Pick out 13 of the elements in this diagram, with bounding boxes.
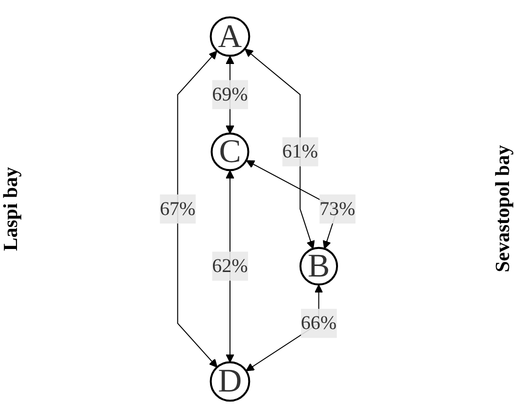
edge-label: 69%	[212, 84, 248, 106]
node-circle: B	[299, 246, 338, 286]
node-circle: C	[210, 132, 250, 172]
arrow	[177, 50, 218, 368]
edge-label: 66%	[300, 312, 337, 334]
node-circle: A	[210, 16, 250, 57]
side-label: Sevastopol bay	[492, 145, 515, 273]
edge-label: 67%	[160, 198, 196, 220]
edge-label: 62%	[212, 255, 248, 277]
node-circle: D	[210, 361, 250, 402]
side-label: Laspi bay	[0, 167, 23, 251]
edge-label: 61%	[282, 141, 318, 163]
edge-label: 73%	[320, 198, 356, 220]
